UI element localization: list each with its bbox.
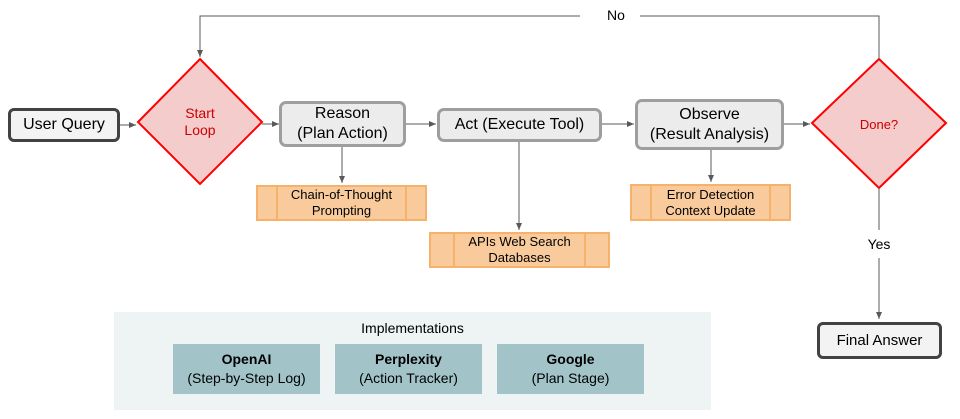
impl-perplexity: Perplexity (Action Tracker)	[335, 344, 482, 394]
tag-bar-right	[769, 186, 771, 219]
tag-bar-left	[453, 234, 455, 266]
final-answer-label: Final Answer	[836, 332, 923, 349]
tag-bar-right	[584, 234, 586, 266]
user-query-node: User Query	[8, 108, 120, 142]
implementations-title: Implementations	[361, 320, 464, 336]
observe-tag: Error Detection Context Update	[630, 184, 791, 221]
reason-line-1: Reason	[314, 105, 371, 122]
observe-line-2: (Result Analysis)	[649, 125, 770, 143]
tag-bar-left	[650, 186, 652, 219]
start-loop-line-1: Start	[185, 105, 215, 121]
done-text: Done?	[859, 117, 899, 132]
start-loop-label: Start Loop	[160, 105, 240, 139]
tag-bar-left	[276, 187, 278, 219]
reason-line-2: (Plan Action)	[297, 125, 388, 142]
final-answer-node: Final Answer	[817, 322, 942, 359]
impl-detail: (Action Tracker)	[359, 370, 458, 386]
impl-detail: (Plan Stage)	[531, 370, 610, 386]
act-tag-line-1: APIs Web Search	[468, 234, 571, 249]
edge-done-no-loop	[640, 15, 880, 59]
edge-no-loop-return	[197, 15, 580, 57]
act-tag-line-2: Databases	[488, 250, 551, 265]
done-label: Done?	[839, 116, 919, 133]
impl-openai: OpenAI (Step-by-Step Log)	[173, 344, 320, 394]
start-loop-line-2: Loop	[184, 122, 216, 138]
start-loop-diamond	[136, 57, 264, 186]
act-tag: APIs Web Search Databases	[429, 232, 610, 268]
reason-tag-line-2: Prompting	[311, 203, 372, 218]
user-query-label: User Query	[23, 116, 105, 133]
no-label: No	[596, 7, 636, 23]
observe-tag-line-1: Error Detection	[666, 186, 755, 202]
impl-google: Google (Plan Stage)	[497, 344, 644, 394]
tag-bar-right	[405, 187, 407, 219]
yes-label: Yes	[858, 236, 900, 252]
act-label: Act (Execute Tool)	[454, 116, 585, 133]
reason-tag: Chain-of-Thought Prompting	[256, 185, 427, 221]
observe-node: Observe (Result Analysis)	[635, 99, 784, 150]
act-node: Act (Execute Tool)	[437, 108, 602, 142]
observe-tag-line-2: Context Update	[665, 202, 756, 218]
reason-tag-line-1: Chain-of-Thought	[290, 187, 393, 202]
impl-detail: (Step-by-Step Log)	[187, 370, 306, 386]
impl-name: Perplexity	[375, 351, 442, 367]
reason-node: Reason (Plan Action)	[279, 101, 406, 147]
observe-line-1: Observe	[679, 105, 740, 123]
impl-name: OpenAI	[221, 351, 272, 367]
implementations-panel: Implementations OpenAI (Step-by-Step Log…	[114, 312, 711, 410]
impl-name: Google	[546, 351, 595, 367]
